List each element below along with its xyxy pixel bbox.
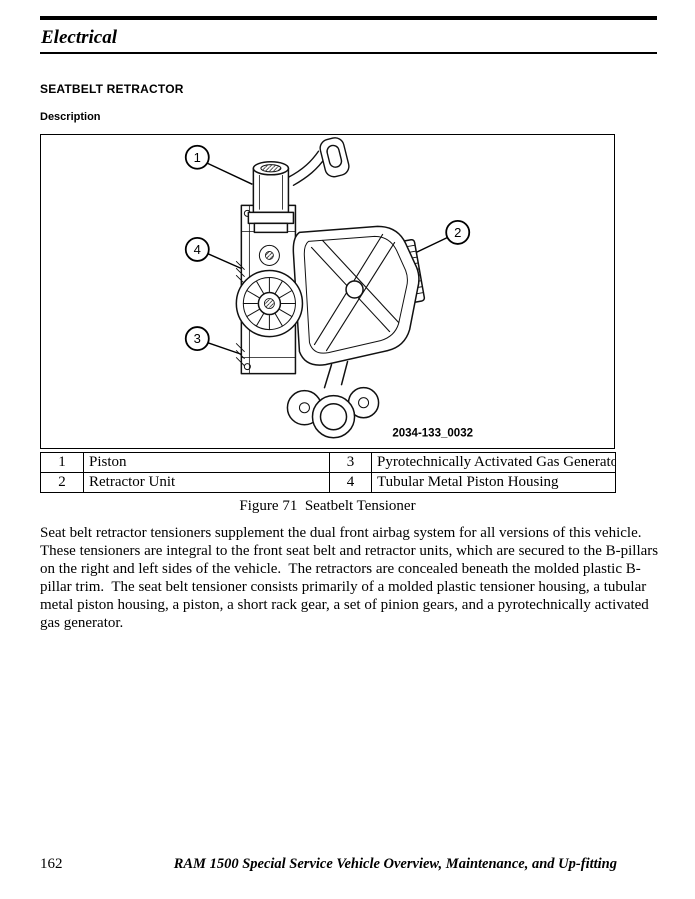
figure-box: 1 2 4 3 2034-133_0032 bbox=[40, 134, 615, 449]
page-number: 162 bbox=[40, 856, 63, 872]
svg-text:1: 1 bbox=[194, 150, 201, 165]
part-name-cell: Tubular Metal Piston Housing bbox=[371, 472, 616, 493]
anchor-bracket bbox=[286, 360, 380, 439]
header-rule-thick bbox=[40, 16, 657, 20]
chapter-title: Electrical bbox=[41, 27, 117, 48]
figure-caption: Figure 71 Seatbelt Tensioner bbox=[239, 498, 416, 514]
part-name-cell: Piston bbox=[83, 452, 330, 473]
part-name-cell: Retractor Unit bbox=[83, 472, 330, 493]
seatbelt-retractor-illustration: 1 2 4 3 2034-133_0032 bbox=[184, 137, 473, 440]
part-name-cell: Pyrotechnically Activated Gas Generator bbox=[371, 452, 616, 473]
tensioner-housing bbox=[292, 225, 420, 366]
retractor-drawing bbox=[235, 137, 426, 439]
callout-number-cell: 2 bbox=[40, 472, 84, 493]
callout-3: 3 bbox=[184, 326, 210, 352]
page-footer: 162 RAM 1500 Special Service Vehicle Ove… bbox=[40, 856, 657, 873]
header-rule-thin bbox=[40, 52, 657, 54]
callout-2: 2 bbox=[445, 219, 471, 245]
piston-part bbox=[247, 161, 295, 234]
subsection-title: Description bbox=[40, 111, 101, 123]
svg-text:3: 3 bbox=[194, 331, 201, 346]
callout-legend-table: 1 Piston 3 Pyrotechnically Activated Gas… bbox=[40, 452, 616, 493]
figure-image-code: 2034-133_0032 bbox=[392, 428, 473, 440]
table-row: 2 Retractor Unit 4 Tubular Metal Piston … bbox=[40, 472, 616, 493]
flange-hatch-ticks bbox=[235, 260, 245, 367]
svg-text:2: 2 bbox=[454, 225, 461, 240]
belt-hook bbox=[287, 137, 350, 187]
callouts: 1 2 4 3 bbox=[184, 144, 471, 352]
callout-number-cell: 3 bbox=[329, 452, 372, 473]
svg-text:4: 4 bbox=[194, 242, 201, 257]
spool bbox=[235, 269, 304, 338]
callout-4: 4 bbox=[184, 237, 210, 262]
body-paragraph: Seat belt retractor tensioners supplemen… bbox=[40, 525, 662, 631]
callout-number-cell: 4 bbox=[329, 472, 372, 493]
section-title: SEATBELT RETRACTOR bbox=[40, 82, 184, 96]
footer-doc-title: RAM 1500 Special Service Vehicle Overvie… bbox=[173, 856, 617, 872]
callout-1: 1 bbox=[184, 144, 210, 170]
callout-number-cell: 1 bbox=[40, 452, 84, 473]
table-row: 1 Piston 3 Pyrotechnically Activated Gas… bbox=[40, 452, 616, 473]
